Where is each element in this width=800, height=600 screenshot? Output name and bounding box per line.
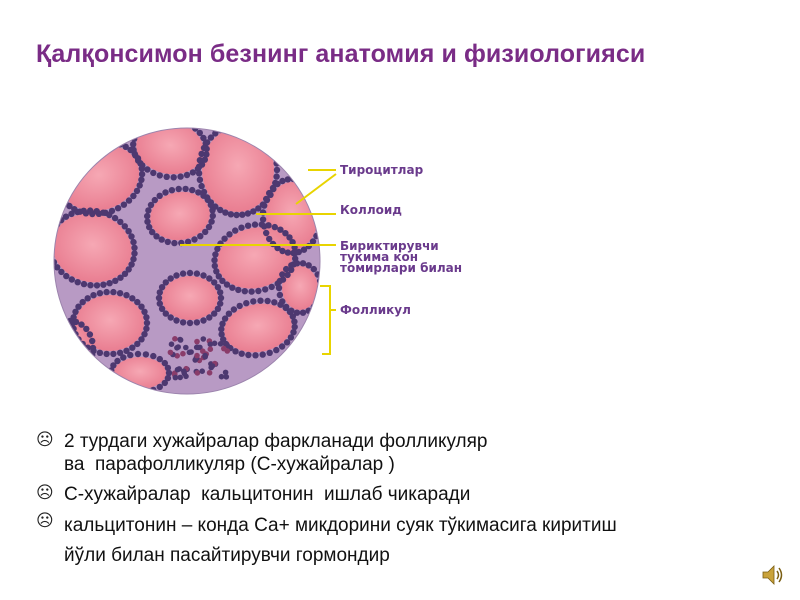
label-thyrocytes: Тироцитлар	[340, 163, 424, 177]
sad-face-icon: ☹	[36, 430, 54, 450]
speaker-icon[interactable]	[760, 562, 786, 588]
thyroid-histology-image	[53, 127, 337, 395]
label-colloid: Коллоид	[340, 203, 402, 217]
slide-title: Қалқонсимон безнинг анатомия и физиологи…	[36, 40, 646, 68]
label-connective-tissue: Бириктирувчи тукима кон томирлари билан	[340, 239, 463, 275]
bullet-text: 2 турдаги хужайралар фаркланади фолликул…	[64, 431, 488, 475]
bullet-item: ☹ 2 турдаги хужайралар фаркланади фоллик…	[36, 430, 776, 483]
sad-face-icon: ☹	[36, 511, 54, 531]
bullet-item: ☹ кальцитонин – конда Са+ микдорини суяк…	[36, 511, 776, 571]
bullet-list: ☹ 2 турдаги хужайралар фаркланади фоллик…	[36, 430, 776, 571]
bullet-item: ☹ С-хужайралар кальцитонин ишлаб чикарад…	[36, 483, 776, 511]
label-follicle: Фолликул	[340, 303, 411, 317]
bullet-text: кальцитонин – конда Са+ микдорини суяк т…	[64, 515, 617, 566]
bullet-text: С-хужайралар кальцитонин ишлаб чикаради	[64, 484, 471, 505]
sad-face-icon: ☹	[36, 483, 54, 503]
